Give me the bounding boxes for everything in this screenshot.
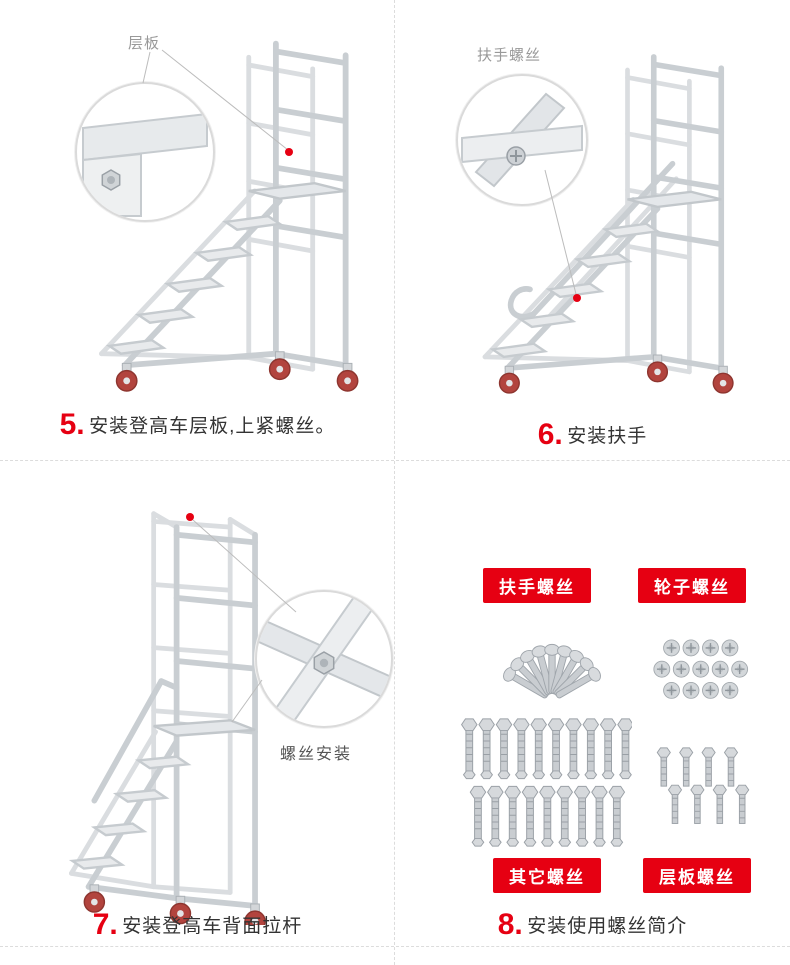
red-marker-dot: [573, 294, 581, 302]
panel-step7: 螺丝安装 7. 安装登高车背面拉杆: [0, 460, 395, 965]
caption-step8: 8. 安装使用螺丝简介: [395, 908, 790, 942]
tag-handrail-screws: 扶手螺丝: [483, 568, 591, 603]
panel-step6: 扶手螺丝 6. 安装扶手: [395, 0, 790, 460]
red-marker-dot: [285, 148, 293, 156]
wheel-screws-illustration: [653, 639, 749, 700]
step8-text: 安装使用螺丝简介: [527, 916, 688, 937]
zoom-circle-shelf-screw: [75, 82, 215, 222]
step7-number: 7.: [92, 908, 118, 941]
tag-other-screws: 其它螺丝: [493, 858, 601, 893]
callout-shelf-board: 层板: [128, 35, 161, 52]
caption-step6: 6. 安装扶手: [395, 418, 790, 452]
handrail-screws-illustration: [500, 643, 604, 703]
step5-number: 5.: [59, 408, 85, 441]
handrail-screw-detail-icon: [461, 92, 583, 188]
step5-text: 安装登高车层板,上紧螺丝。: [89, 416, 336, 437]
bottom-dashed-divider: [0, 946, 790, 947]
screw-install-detail-icon: [257, 592, 391, 726]
zoom-circle-handrail-screw: [456, 74, 588, 206]
ladder-illustration-step5: [99, 40, 359, 392]
step6-text: 安装扶手: [567, 426, 648, 447]
callout-handrail-screw: 扶手螺丝: [477, 47, 542, 64]
horizontal-dashed-divider: [0, 460, 790, 461]
step8-number: 8.: [497, 908, 523, 941]
tag-shelf-screws: 层板螺丝: [643, 858, 751, 893]
step6-number: 6.: [537, 418, 563, 451]
caption-step5: 5. 安装登高车层板,上紧螺丝。: [0, 408, 395, 442]
panel-step8: 扶手螺丝 轮子螺丝 其它螺丝 层板螺丝: [395, 460, 790, 965]
tag-wheel-screws: 轮子螺丝: [638, 568, 746, 603]
zoom-circle-screw-install: [255, 590, 393, 728]
vertical-dashed-divider: [394, 0, 395, 965]
caption-step7: 7. 安装登高车背面拉杆: [0, 908, 395, 942]
red-marker-dot: [186, 513, 194, 521]
shelf-screws-illustration: [656, 747, 750, 824]
callout-screw-install: 螺丝安装: [280, 746, 353, 763]
shelf-screw-detail-icon: [82, 112, 208, 217]
step7-text: 安装登高车背面拉杆: [122, 916, 303, 937]
panel-step5: 层板 5. 安装登高车层板,上紧螺丝。: [0, 0, 395, 460]
other-screws-illustration: [461, 718, 632, 847]
ladder-illustration-step7: [68, 511, 266, 925]
